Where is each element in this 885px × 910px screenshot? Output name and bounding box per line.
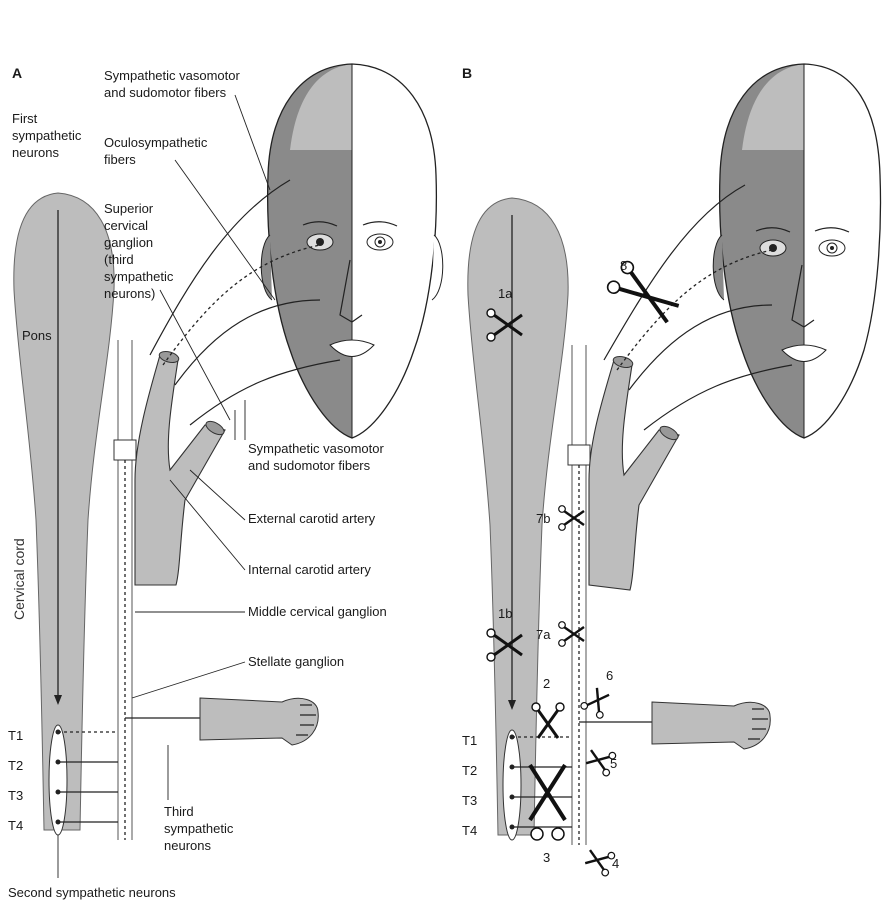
spinal-cord-b <box>468 198 568 835</box>
lesion-8: 8 <box>605 258 683 329</box>
svg-text:5: 5 <box>610 756 617 771</box>
svg-text:4: 4 <box>612 856 619 871</box>
eye-icon <box>819 240 845 256</box>
t1-label-a: T1 <box>8 728 23 743</box>
vasomotor-fibers-label-mid: Sympathetic vasomotor and sudomotor fibe… <box>248 441 387 473</box>
scissors-icon <box>580 685 614 719</box>
lesion-7a: 7a <box>536 622 584 647</box>
t3-label-b: T3 <box>462 793 477 808</box>
svg-text:1b: 1b <box>498 606 512 621</box>
face-b <box>713 64 880 438</box>
panel-b-letter: B <box>462 65 472 81</box>
vasomotor-fibers-label-top: Sympathetic vasomotor and sudomotor fibe… <box>104 68 243 100</box>
cervical-cord-label: Cervical cord <box>11 538 27 620</box>
lesion-6: 6 <box>580 668 614 719</box>
t2-label-b: T2 <box>462 763 477 778</box>
t3-label-a: T3 <box>8 788 23 803</box>
carotid-artery-a <box>135 355 225 585</box>
svg-text:6: 6 <box>606 668 613 683</box>
t4-label-b: T4 <box>462 823 477 838</box>
hand-icon <box>652 702 770 749</box>
panel-a: A Po <box>8 64 443 900</box>
eye-icon <box>760 240 786 256</box>
svg-text:2: 2 <box>543 676 550 691</box>
superior-cervical-ganglion-label: Superior cervical ganglion (third sympat… <box>104 201 177 301</box>
svg-text:1a: 1a <box>498 286 513 301</box>
scissors-icon <box>583 845 615 877</box>
internal-carotid-label: Internal carotid artery <box>248 562 371 577</box>
scissors-icon <box>559 506 584 531</box>
pons-label: Pons <box>22 328 52 343</box>
t2-label-a: T2 <box>8 758 23 773</box>
panel-b: B <box>462 64 880 877</box>
second-neurons-label: Second sympathetic neurons <box>8 885 176 900</box>
panel-a-letter: A <box>12 65 22 81</box>
spinal-cord-a <box>14 193 114 830</box>
lesion-5: 5 <box>584 745 617 777</box>
eye-icon <box>367 234 393 250</box>
svg-text:7a: 7a <box>536 627 551 642</box>
t4-label-a: T4 <box>8 818 23 833</box>
svg-text:7b: 7b <box>536 511 550 526</box>
scissors-icon <box>559 622 584 647</box>
first-neurons-label: First sympathetic neurons <box>12 111 85 160</box>
carotid-artery-b <box>589 360 679 590</box>
svg-text:3: 3 <box>543 850 550 865</box>
svg-text:8: 8 <box>620 258 627 273</box>
oculosympathetic-fibers-label: Oculosympathetic fibers <box>104 135 211 167</box>
third-neurons-label: Third sympathetic neurons <box>164 804 237 853</box>
face-a <box>261 64 443 438</box>
t1-label-b: T1 <box>462 733 477 748</box>
hand-icon <box>200 698 318 745</box>
external-carotid-label: External carotid artery <box>248 511 376 526</box>
middle-cervical-ganglion-label: Middle cervical ganglion <box>248 604 387 619</box>
lesion-4: 4 <box>583 845 619 877</box>
stellate-ganglion-label: Stellate ganglion <box>248 654 344 669</box>
